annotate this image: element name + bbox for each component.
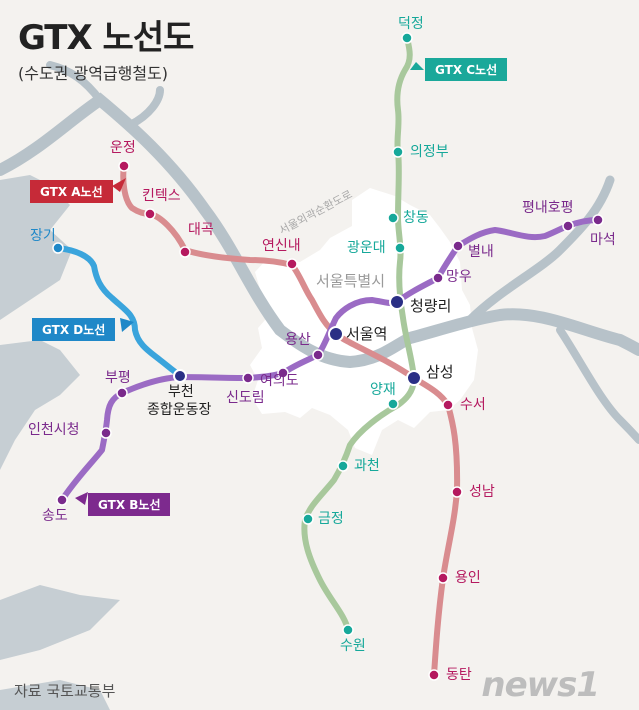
label-seongnam: 성남 bbox=[469, 484, 495, 500]
station-unjeong[interactable] bbox=[118, 160, 130, 172]
gtx-a-stations bbox=[118, 160, 463, 681]
map-title: GTX 노선도 bbox=[18, 18, 194, 58]
station-janggi[interactable] bbox=[52, 242, 64, 254]
label-uijeongbu: 의정부 bbox=[410, 144, 449, 160]
label-janggi: 장기 bbox=[30, 228, 56, 244]
label-yeouido: 여의도 bbox=[260, 373, 299, 389]
station-songdo[interactable] bbox=[56, 494, 68, 506]
label-maseok: 마석 bbox=[590, 232, 616, 248]
tag-pointer-a bbox=[112, 178, 126, 192]
region-label-seoul: 서울특별시 bbox=[316, 272, 386, 290]
station-samseong-transfer[interactable] bbox=[406, 370, 422, 386]
brand-logo: news1 bbox=[481, 665, 600, 705]
station-gwacheon[interactable] bbox=[337, 460, 349, 472]
station-yongsan[interactable] bbox=[312, 349, 324, 361]
station-seoul-transfer[interactable] bbox=[328, 326, 344, 342]
label-dongtan: 동탄 bbox=[446, 667, 472, 683]
label-mangu: 망우 bbox=[446, 269, 472, 285]
station-seongnam[interactable] bbox=[451, 486, 463, 498]
map-subtitle: (수도권 광역급행철도) bbox=[18, 64, 169, 83]
label-yeonsinnae: 연신내 bbox=[262, 238, 301, 254]
line-tag-c[interactable]: GTX C노선 bbox=[425, 58, 508, 81]
station-yeonsinnae[interactable] bbox=[286, 258, 298, 270]
label-samseong: 삼성 bbox=[426, 363, 454, 381]
station-suwon[interactable] bbox=[342, 624, 354, 636]
station-yangjae[interactable] bbox=[387, 398, 399, 410]
label-bucheon: 부천 bbox=[168, 384, 194, 400]
station-uijeongbu[interactable] bbox=[392, 146, 404, 158]
station-pyeongnae[interactable] bbox=[562, 220, 574, 232]
transfer-stations bbox=[173, 294, 422, 386]
tag-pointer-d bbox=[120, 318, 134, 332]
station-kintex[interactable] bbox=[144, 208, 156, 220]
tag-pointer-c bbox=[410, 62, 424, 70]
station-dongtan[interactable] bbox=[428, 669, 440, 681]
river-branch-west bbox=[46, 61, 164, 129]
station-gwangundae[interactable] bbox=[394, 242, 406, 254]
station-cheongnyangni-transfer[interactable] bbox=[389, 294, 405, 310]
station-bucheon-transfer[interactable] bbox=[173, 369, 187, 383]
label-seoul-station: 서울역 bbox=[346, 325, 388, 343]
label-deokjeong: 덕정 bbox=[398, 16, 424, 32]
station-mangu[interactable] bbox=[432, 272, 444, 284]
label-kintex: 킨텍스 bbox=[142, 188, 181, 204]
station-bupyeong[interactable] bbox=[116, 387, 128, 399]
line-tag-b[interactable]: GTX B노선 bbox=[88, 493, 171, 516]
label-bupyeong: 부평 bbox=[105, 370, 131, 386]
river-branch-south bbox=[556, 326, 639, 444]
label-daegok: 대곡 bbox=[188, 222, 214, 238]
station-maseok[interactable] bbox=[592, 214, 604, 226]
line-tag-d[interactable]: GTX D노선 bbox=[32, 318, 116, 341]
label-gwangundae: 광운대 bbox=[347, 240, 386, 256]
label-unjeong: 운정 bbox=[110, 140, 136, 156]
seoul-city-area bbox=[250, 188, 478, 455]
station-changdong[interactable] bbox=[387, 212, 399, 224]
station-geumjeong[interactable] bbox=[302, 513, 314, 525]
label-incheon-cityhall: 인천시청 bbox=[28, 422, 80, 438]
label-sindorim: 신도림 bbox=[226, 390, 265, 406]
label-gwacheon: 과천 bbox=[354, 458, 380, 474]
gtx-d-stations bbox=[52, 242, 64, 254]
label-pyeongnae: 평내호평 bbox=[522, 200, 574, 216]
label-changdong: 창동 bbox=[403, 210, 429, 226]
station-byeollae[interactable] bbox=[452, 240, 464, 252]
label-songdo: 송도 bbox=[42, 508, 68, 524]
station-incheon-cityhall[interactable] bbox=[100, 427, 112, 439]
han-river bbox=[0, 92, 639, 369]
line-tag-a[interactable]: GTX A노선 bbox=[30, 180, 113, 203]
label-yongin: 용인 bbox=[455, 570, 481, 586]
label-suwon: 수원 bbox=[340, 638, 366, 654]
gtx-d-route bbox=[55, 245, 183, 378]
river-branch-north bbox=[465, 175, 615, 325]
station-suseo[interactable] bbox=[442, 399, 454, 411]
station-daegok[interactable] bbox=[179, 246, 191, 258]
gtx-c-stations bbox=[302, 32, 413, 636]
station-yongin[interactable] bbox=[437, 572, 449, 584]
sea-west bbox=[0, 175, 120, 710]
label-cheongnyangni: 청량리 bbox=[410, 297, 452, 315]
label-geumjeong: 금정 bbox=[318, 511, 344, 527]
source-credit: 자료 국토교통부 bbox=[14, 682, 116, 700]
station-sindorim[interactable] bbox=[242, 372, 254, 384]
gtx-b-route bbox=[59, 217, 601, 503]
label-suseo: 수서 bbox=[460, 397, 486, 413]
tag-pointer-b bbox=[75, 492, 88, 505]
label-yongsan: 용산 bbox=[285, 332, 311, 348]
label-yangjae: 양재 bbox=[370, 382, 396, 398]
station-yeouido[interactable] bbox=[277, 367, 289, 379]
gtx-b-stations bbox=[56, 214, 604, 506]
label-byeollae: 별내 bbox=[468, 244, 494, 260]
label-bucheon-stadium: 종합운동장 bbox=[147, 402, 212, 418]
station-deokjeong[interactable] bbox=[401, 32, 413, 44]
